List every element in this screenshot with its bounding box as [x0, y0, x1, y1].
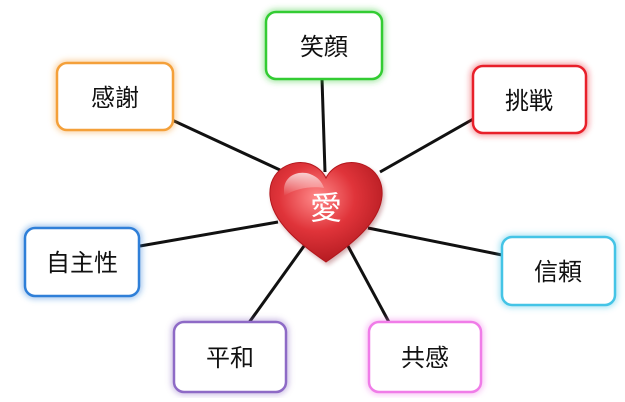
- node-label-egao: 笑顔: [300, 33, 348, 61]
- center-label: 愛: [310, 189, 342, 227]
- node-label-heiwa: 平和: [206, 344, 254, 372]
- connector-kansha: [171, 118, 281, 172]
- connector-lines: [139, 78, 503, 325]
- node-shinrai: 信頼: [499, 234, 618, 308]
- connector-kyokan: [346, 245, 392, 325]
- heart-shine: [284, 172, 324, 196]
- connector-shinrai: [367, 226, 503, 257]
- node-jishu: 自主性: [22, 225, 142, 299]
- connector-chosen: [379, 116, 476, 174]
- node-kyokan: 共感: [366, 319, 484, 395]
- node-chosen: 挑戦: [470, 63, 589, 136]
- center-heart: 愛: [269, 162, 385, 265]
- node-label-chosen: 挑戦: [505, 87, 553, 115]
- node-label-kansha: 感謝: [91, 84, 139, 112]
- node-label-jishu: 自主性: [46, 249, 118, 277]
- connector-egao: [320, 78, 327, 173]
- node-label-kyokan: 共感: [401, 344, 449, 372]
- node-egao: 笑顔: [263, 9, 385, 82]
- node-heiwa: 平和: [171, 319, 289, 395]
- node-kansha: 感謝: [54, 60, 176, 133]
- connector-jishu: [139, 220, 279, 248]
- node-label-shinrai: 信頼: [534, 258, 582, 286]
- connector-heiwa: [246, 245, 306, 325]
